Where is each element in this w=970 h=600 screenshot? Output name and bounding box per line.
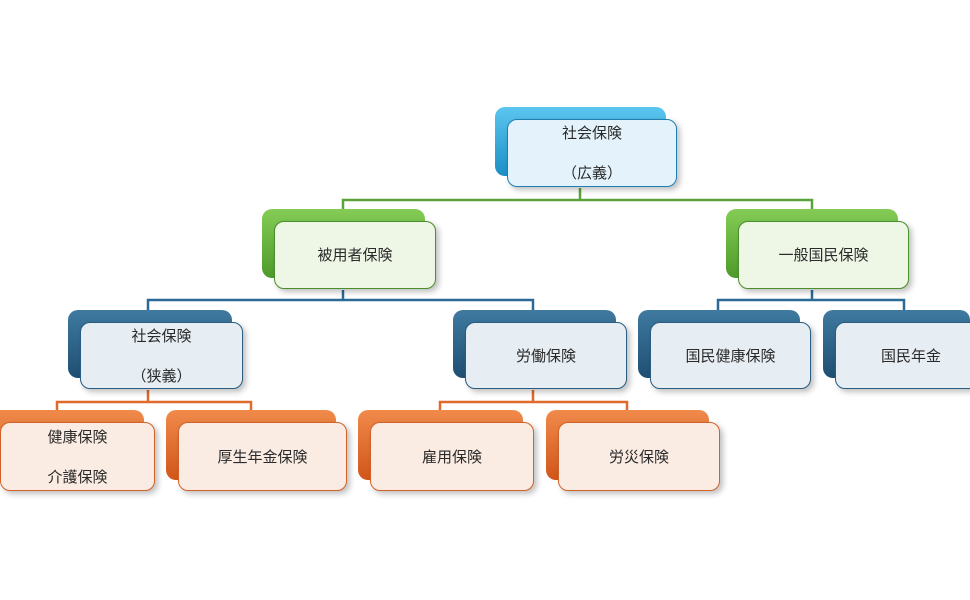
node-label: 厚生年金保険 [217,447,308,466]
node-employee-insurance: 被用者保険 [262,209,437,290]
node-card: 社会保険 （広義） [507,119,677,187]
node-label: 国民健康保険 [685,346,776,365]
node-label: 国民年金 [880,346,941,365]
node-welfare-pension: 厚生年金保険 [166,410,348,492]
node-card: 健康保険 介護保険 [0,422,155,491]
node-label: 一般国民保険 [778,246,869,264]
node-label: 労働保険 [515,346,576,365]
node-label-line2: （広義） [561,164,622,182]
node-social-insurance-broad: 社会保険 （広義） [495,107,678,188]
node-card: 労災保険 [558,422,720,491]
node-label-line2: （狭義） [131,366,192,385]
node-label-line1: 健康保険 [47,427,108,446]
node-national-pension: 国民年金 [823,310,970,390]
node-labor-insurance: 労働保険 [453,310,628,390]
node-label-line2: 介護保険 [47,467,108,486]
node-card: 労働保険 [465,322,627,389]
node-label: 雇用保険 [421,447,482,466]
node-card: 被用者保険 [274,221,436,289]
node-card: 厚生年金保険 [178,422,347,491]
node-health-nursing-insurance: 健康保険 介護保険 [0,410,156,492]
node-general-insurance: 一般国民保険 [726,209,910,290]
node-label: 労災保険 [608,447,669,466]
node-employment-insurance: 雇用保険 [358,410,535,492]
node-national-health-insurance: 国民健康保険 [638,310,812,390]
node-card: 国民年金 [835,322,970,389]
node-workers-comp-insurance: 労災保険 [546,410,721,492]
node-card: 社会保険 （狭義） [80,322,243,389]
node-label: 被用者保険 [317,246,393,264]
node-label-line1: 社会保険 [131,326,192,345]
node-card: 雇用保険 [370,422,534,491]
node-label-line1: 社会保険 [561,124,622,142]
node-social-insurance-narrow: 社会保険 （狭義） [68,310,244,390]
node-card: 一般国民保険 [738,221,909,289]
node-card: 国民健康保険 [650,322,811,389]
